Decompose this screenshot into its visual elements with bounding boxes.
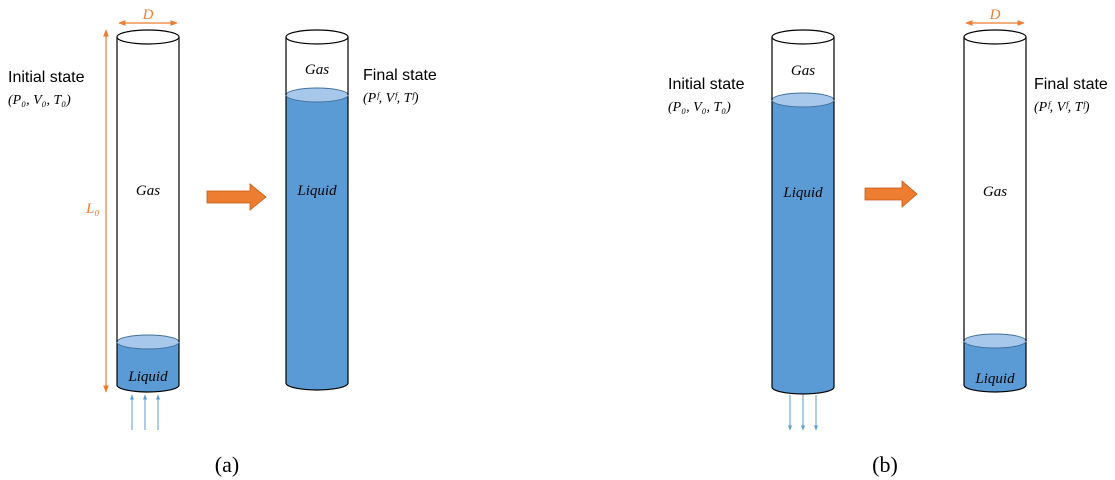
column-b1-liquid-body [771, 99, 835, 395]
column-a2-liquid-body [285, 94, 349, 391]
column-b1-top-rim [771, 29, 835, 45]
final-state-label-a: Final state [363, 67, 437, 84]
initial-state-label-b: Initial state [668, 76, 745, 93]
column-b2-gas-label: Gas [983, 184, 1007, 200]
panel-b: Initial state (P₀, V₀, T₀) Gas Liquid [668, 7, 1108, 477]
column-a1-liquid-label: Liquid [127, 369, 168, 385]
column-a2-gas-label: Gas [305, 62, 329, 78]
column-a2-liquid-label: Liquid [296, 183, 337, 199]
column-a1-liquid-body [116, 341, 180, 393]
initial-state-vars-b: (P₀, V₀, T₀) [668, 100, 731, 115]
inflow-arrows-a [130, 394, 160, 430]
transition-arrow-b [864, 180, 918, 208]
final-state-vars-a: (Pᶠ, Vᶠ, Tᶠ) [363, 91, 419, 106]
caption-a: (a) [215, 452, 239, 477]
caption-b: (b) [872, 452, 898, 477]
final-state-vars-b: (Pᶠ, Vᶠ, Tᶠ) [1034, 100, 1090, 115]
panel-b-initial-column: Gas Liquid [771, 29, 835, 395]
panel-a-initial-column: Gas Liquid [116, 29, 180, 393]
initial-state-vars-a: (P₀, V₀, T₀) [8, 93, 71, 108]
column-a1-liquid-surface [116, 334, 180, 350]
panel-a: Gas Liquid D L₀ Initial state (P₀, V₀, T… [8, 7, 437, 477]
panel-b-final-column: Gas Liquid [963, 29, 1027, 393]
column-b2-liquid-label: Liquid [974, 371, 1015, 387]
panel-a-final-column: Gas Liquid [285, 29, 349, 391]
column-b1-gas-label: Gas [791, 63, 815, 79]
diameter-label-b: D [989, 7, 1001, 23]
column-a1-gas-label: Gas [136, 183, 160, 199]
column-a2-top-rim [285, 29, 349, 45]
column-a1-top-rim [116, 29, 180, 45]
diameter-label-a: D [142, 7, 154, 23]
final-state-label-b: Final state [1034, 76, 1108, 93]
length-label-a: L₀ [85, 201, 100, 217]
column-b1-liquid-label: Liquid [782, 185, 823, 201]
transition-arrow-a [206, 183, 267, 211]
column-b2-liquid-surface [963, 333, 1027, 349]
column-b2-top-rim [963, 29, 1027, 45]
column-a2-liquid-surface [285, 87, 349, 103]
initial-state-label-a: Initial state [8, 69, 85, 86]
column-b1-liquid-surface [771, 92, 835, 108]
outflow-arrows-b [788, 395, 818, 431]
column-b2-liquid-body [963, 340, 1027, 393]
